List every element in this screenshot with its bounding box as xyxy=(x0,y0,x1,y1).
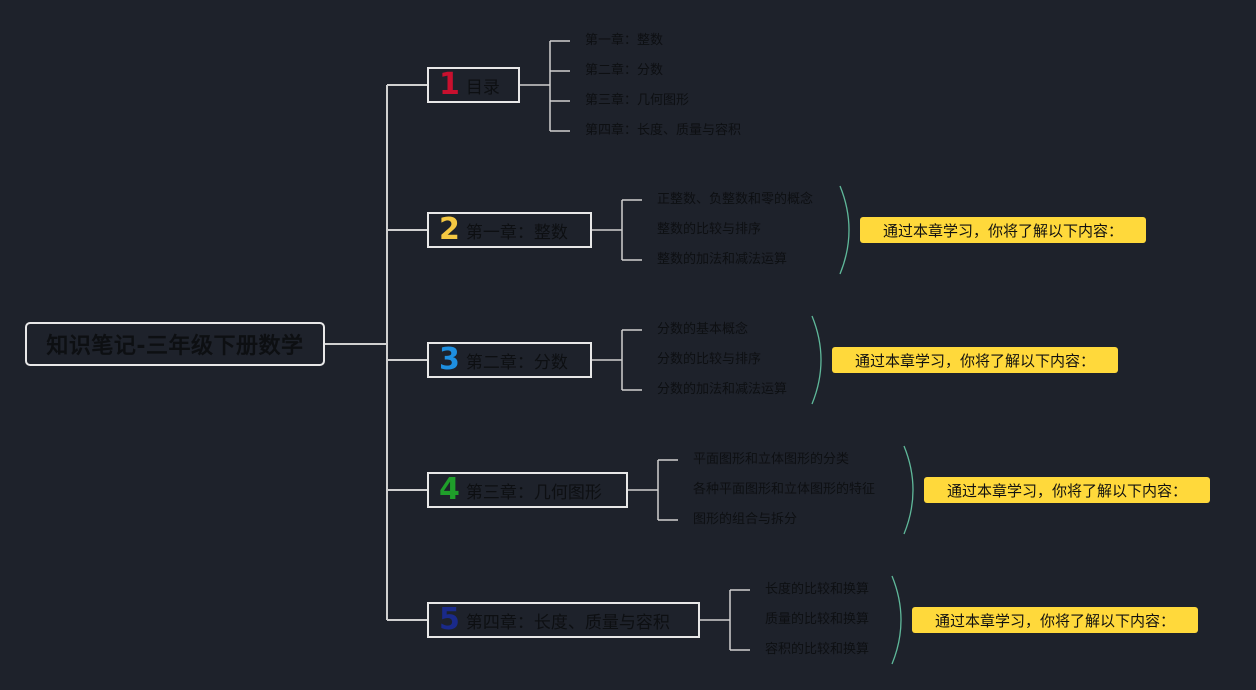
leaf-node[interactable]: 第三章：几何图形 xyxy=(585,93,690,108)
branch-label: 第一章：整数 xyxy=(465,222,568,243)
branch-label: 目录 xyxy=(465,77,500,98)
branch-node-fractions[interactable]: 3 第二章：分数 xyxy=(427,342,592,378)
root-node[interactable]: 知识笔记-三年级下册数学 xyxy=(25,322,325,366)
leaf-node[interactable]: 第二章：分数 xyxy=(585,63,664,78)
summary-note[interactable]: 通过本章学习，你将了解以下内容： xyxy=(924,477,1210,503)
branch-label: 第四章：长度、质量与容积 xyxy=(465,612,670,633)
branch-number: 1 xyxy=(439,67,460,102)
branch-label: 第二章：分数 xyxy=(465,352,568,373)
leaf-node[interactable]: 第四章：长度、质量与容积 xyxy=(585,123,742,138)
leaf-node[interactable]: 分数的加法和减法运算 xyxy=(657,382,788,397)
branch-number: 4 xyxy=(439,472,460,507)
leaf-node[interactable]: 分数的基本概念 xyxy=(657,322,749,337)
summary-note[interactable]: 通过本章学习，你将了解以下内容： xyxy=(860,217,1146,243)
leaf-node[interactable]: 第一章：整数 xyxy=(585,33,664,48)
leaf-node[interactable]: 质量的比较和换算 xyxy=(765,612,870,627)
leaf-node[interactable]: 容积的比较和换算 xyxy=(765,642,870,657)
branch-node-measurement[interactable]: 5 第四章：长度、质量与容积 xyxy=(427,602,700,638)
branch-number: 3 xyxy=(439,342,460,377)
branch-number: 5 xyxy=(439,602,460,637)
leaf-node[interactable]: 分数的比较与排序 xyxy=(657,352,762,367)
leaf-node[interactable]: 各种平面图形和立体图形的特征 xyxy=(693,482,876,497)
root-title: 知识笔记-三年级下册数学 xyxy=(46,334,304,359)
branch-label: 第三章：几何图形 xyxy=(465,482,602,503)
branch-node-toc[interactable]: 1 目录 xyxy=(427,67,520,103)
summary-note[interactable]: 通过本章学习，你将了解以下内容： xyxy=(832,347,1118,373)
branch-node-integers[interactable]: 2 第一章：整数 xyxy=(427,212,592,248)
leaf-node[interactable]: 整数的比较与排序 xyxy=(657,222,762,237)
leaf-node[interactable]: 平面图形和立体图形的分类 xyxy=(693,452,850,467)
branch-node-geometry[interactable]: 4 第三章：几何图形 xyxy=(427,472,628,508)
leaf-node[interactable]: 长度的比较和换算 xyxy=(765,582,870,597)
leaf-node[interactable]: 整数的加法和减法运算 xyxy=(657,252,788,267)
leaf-node[interactable]: 图形的组合与拆分 xyxy=(693,512,798,527)
branch-number: 2 xyxy=(439,212,460,247)
leaf-node[interactable]: 正整数、负整数和零的概念 xyxy=(657,192,814,207)
summary-note[interactable]: 通过本章学习，你将了解以下内容： xyxy=(912,607,1198,633)
